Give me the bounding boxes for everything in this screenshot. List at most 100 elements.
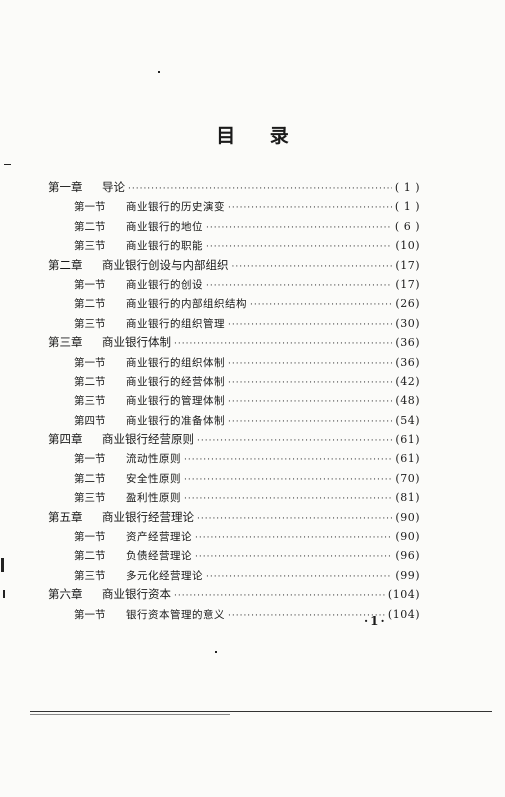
toc-title: 商业银行的准备体制 bbox=[126, 414, 225, 427]
toc-page: (30) bbox=[395, 316, 420, 330]
leader-dots bbox=[228, 355, 392, 374]
leader-dots bbox=[206, 277, 392, 296]
toc-page: (70) bbox=[395, 471, 420, 485]
toc-title: 商业银行创设与内部组织 bbox=[102, 257, 229, 272]
toc-page: (36) bbox=[395, 355, 420, 369]
scan-speck bbox=[158, 71, 160, 73]
toc-number: 第一节 bbox=[74, 356, 106, 369]
bottom-rule-thin bbox=[30, 714, 230, 715]
toc-number: 第六章 bbox=[48, 587, 83, 602]
leader-dots bbox=[184, 490, 392, 509]
scan-speck bbox=[1, 558, 4, 572]
leader-dots bbox=[174, 587, 385, 606]
leader-dots bbox=[128, 180, 392, 199]
leader-dots bbox=[195, 548, 392, 567]
toc-chapter-1[interactable]: 第一章 导论 ( 1 ) bbox=[48, 178, 420, 197]
toc-page: (42) bbox=[395, 374, 420, 388]
toc-title: 导论 bbox=[102, 180, 125, 194]
leader-dots bbox=[228, 413, 392, 432]
toc-number: 第一节 bbox=[74, 531, 106, 544]
toc-number: 第二节 bbox=[74, 220, 106, 233]
toc-chapter-4[interactable]: 第四章 商业银行经营原则 (61) bbox=[48, 430, 420, 449]
toc-title: 商业银行的内部组织结构 bbox=[126, 298, 247, 311]
toc-chapter-6[interactable]: 第六章 商业银行资本 (104) bbox=[48, 585, 420, 604]
leader-dots bbox=[206, 568, 392, 587]
toc-section-3-2[interactable]: 第二节 商业银行的经营体制 (42) bbox=[48, 372, 420, 391]
leader-dots bbox=[195, 529, 392, 548]
toc-number: 第一节 bbox=[74, 453, 106, 466]
toc-section-1-3[interactable]: 第三节 商业银行的职能 (10) bbox=[48, 236, 420, 255]
toc-section-2-3[interactable]: 第三节 商业银行的组织管理 (30) bbox=[48, 314, 420, 333]
leader-dots bbox=[184, 451, 392, 470]
toc-page: ( 1 ) bbox=[394, 181, 420, 194]
bottom-rule bbox=[30, 711, 492, 712]
toc-title: 商业银行的地位 bbox=[126, 220, 203, 233]
toc-page: (10) bbox=[395, 239, 420, 253]
toc-chapter-3[interactable]: 第三章 商业银行体制 (36) bbox=[48, 333, 420, 352]
leader-dots bbox=[174, 335, 392, 354]
toc-title: 流动性原则 bbox=[126, 453, 181, 466]
toc-title: 商业银行体制 bbox=[102, 335, 171, 350]
toc-number: 第一节 bbox=[74, 608, 106, 621]
toc-number: 第二节 bbox=[74, 375, 106, 388]
toc-title: 商业银行的组织体制 bbox=[126, 356, 225, 369]
scan-speck bbox=[3, 590, 5, 598]
toc-number: 第三章 bbox=[48, 335, 83, 350]
toc-page: (99) bbox=[395, 568, 420, 582]
toc-title: 多元化经营理论 bbox=[126, 569, 203, 582]
leader-dots bbox=[197, 432, 392, 451]
toc-title: 商业银行经营原则 bbox=[102, 432, 194, 447]
toc-section-1-2[interactable]: 第二节 商业银行的地位 ( 6 ) bbox=[48, 217, 420, 236]
toc-title: 商业银行资本 bbox=[102, 587, 171, 602]
leader-dots bbox=[228, 607, 385, 626]
toc-page: (61) bbox=[395, 452, 420, 466]
toc-title: 商业银行的经营体制 bbox=[126, 375, 225, 388]
toc-page: (36) bbox=[395, 336, 420, 350]
scan-speck bbox=[4, 164, 11, 165]
toc-page: (104) bbox=[387, 607, 420, 621]
toc-number: 第三节 bbox=[74, 317, 106, 330]
toc-number: 第一章 bbox=[48, 180, 83, 194]
leader-dots bbox=[206, 219, 392, 238]
toc-number: 第四章 bbox=[48, 432, 83, 447]
toc-number: 第一节 bbox=[74, 278, 106, 291]
toc-title: 安全性原则 bbox=[126, 472, 181, 485]
toc-title: 商业银行经营理论 bbox=[102, 509, 194, 524]
toc-number: 第二节 bbox=[74, 550, 106, 563]
toc-page: ( 6 ) bbox=[394, 219, 420, 233]
toc-section-5-3[interactable]: 第三节 多元化经营理论 (99) bbox=[48, 566, 420, 585]
toc-title: 商业银行的职能 bbox=[126, 240, 203, 253]
leader-dots bbox=[206, 238, 392, 257]
toc-page: (54) bbox=[395, 413, 420, 427]
toc-number: 第二节 bbox=[74, 298, 106, 311]
toc-page: (17) bbox=[395, 258, 420, 272]
toc-number: 第三节 bbox=[74, 395, 106, 408]
toc-title: 商业银行的组织管理 bbox=[126, 317, 225, 330]
leader-dots bbox=[228, 393, 392, 412]
toc-number: 第一节 bbox=[74, 201, 106, 214]
toc-section-2-2[interactable]: 第二节 商业银行的内部组织结构 (26) bbox=[48, 294, 420, 313]
toc-title: 商业银行的管理体制 bbox=[126, 395, 225, 408]
toc-number: 第三节 bbox=[74, 240, 106, 253]
leader-dots bbox=[250, 296, 392, 315]
leader-dots bbox=[228, 316, 392, 335]
toc-page: (104) bbox=[387, 588, 420, 602]
toc-number: 第三节 bbox=[74, 569, 106, 582]
toc-section-3-1[interactable]: 第一节 商业银行的组织体制 (36) bbox=[48, 353, 420, 372]
leader-dots bbox=[184, 471, 392, 490]
toc-section-4-1[interactable]: 第一节 流动性原则 (61) bbox=[48, 449, 420, 468]
toc-title: 负债经营理论 bbox=[126, 550, 192, 563]
toc-page: (26) bbox=[395, 297, 420, 311]
toc-page: (61) bbox=[395, 433, 420, 447]
